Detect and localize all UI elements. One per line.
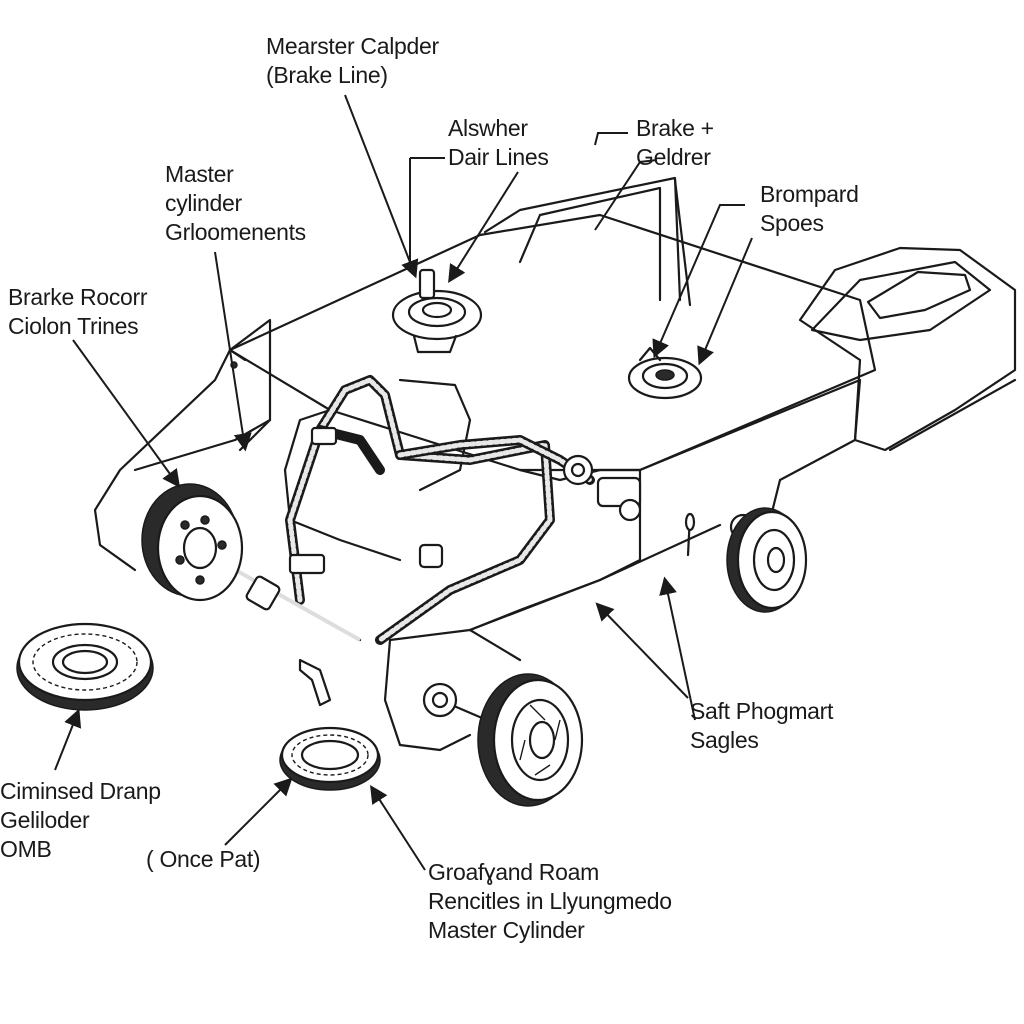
label-brake-rocorr: Brarke Rocorr Ciolon Trines [8, 284, 148, 339]
label-master-cylinder-grloomenents: Master cylinder Grloomenents [165, 161, 306, 245]
label-master-caliper: Mearster Calpder (Brake Line) [266, 33, 439, 88]
car-body [93, 176, 1017, 752]
rear-left-wheel [477, 673, 584, 807]
brake-fluid-cap [627, 346, 703, 400]
label-once-pat: ( Once Pat) [146, 846, 261, 872]
label-dair-lines: Alswher Dair Lines [448, 115, 549, 170]
label-groaf-and-roam: Groafɣand Roam Rencitles in Llyungmedo M… [428, 859, 672, 943]
brake-pad-ring [279, 726, 381, 791]
rear-right-wheel [726, 507, 808, 613]
front-left-wheel [141, 483, 244, 602]
fittings [288, 426, 642, 575]
label-saft-phogmart: Saft Phogmart Sagles [690, 698, 834, 753]
brake-rotor-loose [16, 622, 154, 711]
label-brake-geldrer: Brake + Geldrer [636, 115, 714, 170]
label-ciminsed-dranp: Ciminsed Dranp Geliloder OMB [0, 778, 161, 862]
leader-lines [54, 94, 753, 871]
label-brompard-spoes: Brompard Spoes [760, 181, 859, 236]
master-cylinder-reservoir [391, 268, 483, 354]
